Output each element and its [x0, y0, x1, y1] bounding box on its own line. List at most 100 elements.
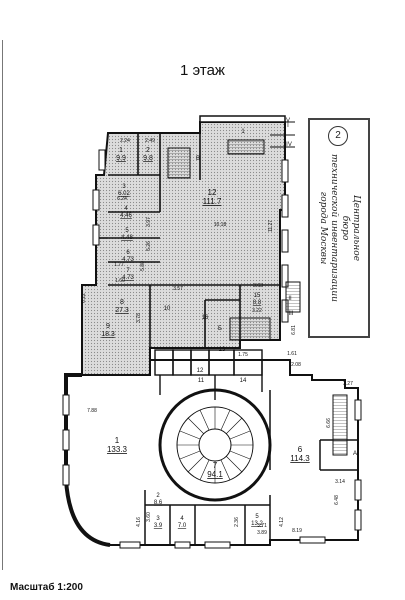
room-area-big1: 133.3	[107, 445, 128, 454]
bottom-rooms	[144, 390, 358, 545]
room-area-s3: 3.9	[154, 523, 163, 529]
upper-stair-2	[227, 139, 265, 155]
room-number-r7: 7	[126, 268, 130, 274]
dimension-14: 7.88	[87, 408, 97, 414]
room-number-r12: 12	[208, 188, 217, 197]
dimension-4: 10.18	[214, 222, 227, 228]
room-number-s2: 2	[156, 493, 160, 499]
mark-5: A	[353, 451, 357, 457]
room-area-big6: 114.3	[290, 454, 310, 463]
room-number-big7: 7	[213, 461, 218, 470]
dimension-17: 3.14	[335, 479, 345, 485]
room-number-r8: 8	[120, 299, 124, 306]
dimension-8: 3.22	[252, 308, 262, 314]
dimension-18: 4.16	[136, 517, 142, 527]
dimension-15: 6.66	[326, 418, 332, 428]
scan-border-line	[2, 40, 3, 570]
dimension-11: 1.75	[238, 352, 248, 358]
room-area-s5: 13.2	[251, 521, 263, 527]
stamp-number: 2	[328, 126, 348, 146]
room-area-r1: 9.9	[116, 155, 126, 162]
mark-3: IV	[286, 142, 292, 148]
room-number-r4: 4	[124, 206, 128, 212]
scale-label: Масштаб 1:200	[10, 582, 83, 593]
dimension-13: 2.08	[291, 362, 301, 368]
dimension-6: 3.57	[173, 286, 183, 292]
stamp-line-4: города Москвы	[318, 191, 328, 265]
mark-14: 1	[241, 129, 245, 135]
room-number-r3: 3	[122, 184, 126, 190]
mark-11: 12	[197, 368, 204, 374]
room-area-r7: 4.73	[122, 275, 134, 281]
mark-8: 14	[240, 378, 247, 384]
dimension-9: 3.78	[136, 313, 142, 323]
room-area-r2: 9.8	[143, 155, 153, 162]
dimension-5: 11.27	[268, 220, 274, 232]
section-lines	[270, 121, 295, 148]
dimension-30: 6.22	[81, 293, 87, 303]
room-area-r12: 111.7	[203, 197, 222, 206]
room-number-r1: 1	[119, 147, 123, 154]
dimension-1: 2.49	[145, 138, 155, 144]
room-area-r4: 4.46	[120, 213, 132, 219]
room-number-r5: 5	[125, 228, 129, 234]
dimension-25: 3.27	[343, 381, 353, 387]
dimension-10: 6.81	[291, 325, 297, 335]
upper-windows	[92, 149, 289, 323]
room-number-big6: 6	[298, 445, 303, 454]
mark-9: 10	[164, 306, 171, 312]
mark-7: Б	[218, 326, 222, 332]
dimension-28: 1.77	[114, 262, 124, 268]
dimension-27: 5.80	[140, 261, 146, 271]
room-number-r2: 2	[146, 147, 150, 154]
room-area-big7: 94.1	[207, 470, 223, 479]
mark-2: III	[288, 311, 293, 317]
room-number-s4: 4	[180, 516, 184, 522]
dimension-22: 3.71	[257, 523, 267, 529]
dimension-26: 5.26	[146, 241, 152, 251]
mark-10: 11	[198, 378, 205, 384]
dimension-29: 1.60	[115, 278, 125, 284]
dimension-23: 3.89	[257, 530, 267, 536]
dimension-16: 6.48	[334, 495, 340, 505]
mark-12: 13	[219, 347, 226, 353]
dimension-19: 3.60	[146, 512, 152, 522]
room-area-s2: 8.6	[154, 500, 163, 506]
stamp-line-3: технической инвентаризации	[329, 154, 339, 302]
stamp-line-2: бюро	[340, 215, 350, 241]
room-labels: 19.929.836.0244.4654.4864.7374.73827.391…	[101, 147, 310, 529]
stamp-text: Центральное бюро технической инвентариза…	[317, 123, 361, 333]
dimension-21: 4.12	[279, 517, 285, 527]
dimension-2: 6.24	[117, 196, 127, 202]
mark-13: 16	[202, 315, 209, 321]
mark-4: V	[286, 118, 290, 124]
room-number-r15: 15	[254, 293, 261, 299]
middle-stair	[229, 317, 271, 341]
room-area-r15: 8.8	[253, 300, 262, 306]
dimension-12: 1.61	[287, 351, 297, 357]
dimension-20: 2.36	[234, 517, 240, 527]
mark-0: I	[287, 123, 289, 129]
dimension-24: 8.19	[292, 528, 302, 534]
room-number-r9: 9	[106, 323, 110, 330]
room-area-r9: 18.3	[101, 331, 115, 338]
bti-stamp: 2 Центральное бюро технической инвентари…	[308, 118, 370, 338]
floor-title: 1 этаж	[180, 62, 225, 79]
dimension-7: 3.63	[253, 283, 263, 289]
right-stair	[285, 281, 301, 313]
room-number-big1: 1	[115, 436, 120, 445]
right-lower-stair	[332, 394, 348, 456]
service-rooms	[154, 349, 263, 400]
mark-6: B	[196, 156, 200, 162]
room-number-s5: 5	[255, 514, 259, 520]
right-strip	[199, 115, 286, 123]
upper-stair	[167, 147, 191, 179]
lower-windows	[62, 394, 362, 549]
room-number-r6: 6	[126, 250, 130, 256]
room-area-r6: 4.73	[122, 257, 134, 263]
room-number-s3: 3	[156, 516, 160, 522]
